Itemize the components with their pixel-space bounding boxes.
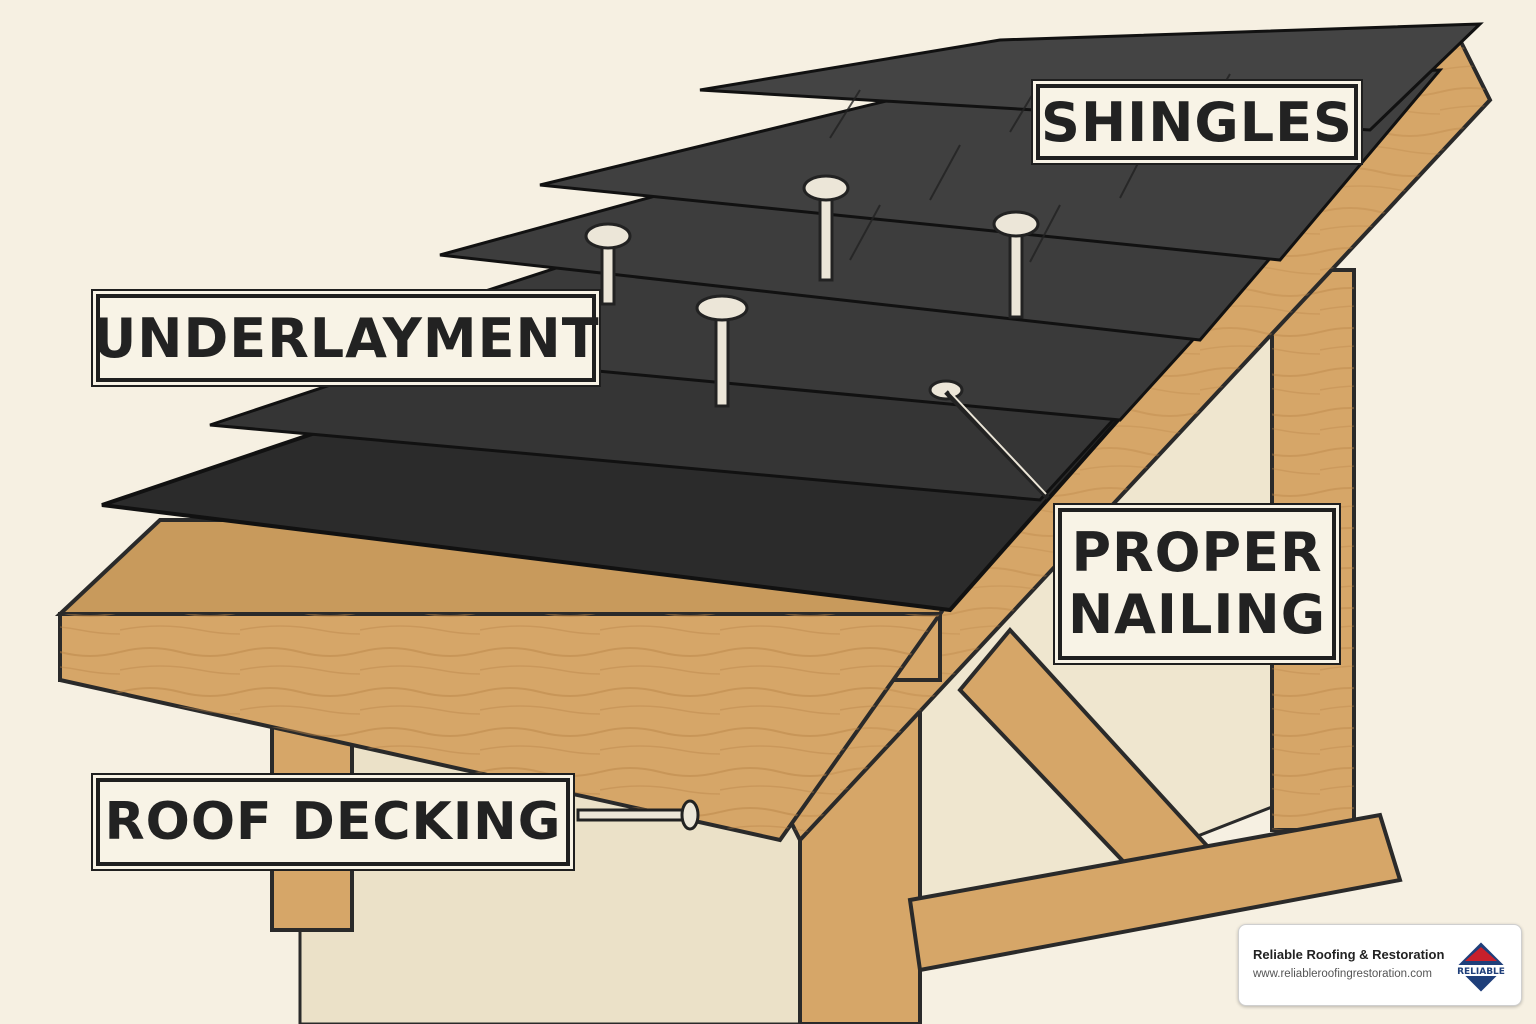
brand-logo-word: RELIABLE: [1457, 967, 1505, 977]
shingles-label: SHINGLES: [1036, 84, 1358, 160]
brand-card[interactable]: Reliable Roofing & Restoration www.relia…: [1238, 924, 1522, 1006]
underlayment-label-text: UNDERLAYMENT: [92, 306, 600, 370]
floor-beam: [907, 812, 1403, 973]
roof-decking-label: ROOF DECKING: [96, 778, 570, 866]
proper-nailing-label: PROPER NAILING: [1058, 508, 1336, 660]
proper-nailing-line2: NAILING: [1067, 583, 1327, 646]
roof-decking-label-text: ROOF DECKING: [104, 792, 562, 852]
proper-nailing-line1: PROPER: [1071, 521, 1323, 584]
nails: [576, 174, 1050, 831]
brand-logo-icon: RELIABLE: [1453, 939, 1509, 995]
shingles-label-text: SHINGLES: [1041, 90, 1353, 154]
underlayment-label: UNDERLAYMENT: [92, 294, 599, 382]
brand-name: Reliable Roofing & Restoration: [1253, 947, 1445, 962]
brand-url[interactable]: www.reliableroofingrestoration.com: [1253, 968, 1432, 980]
